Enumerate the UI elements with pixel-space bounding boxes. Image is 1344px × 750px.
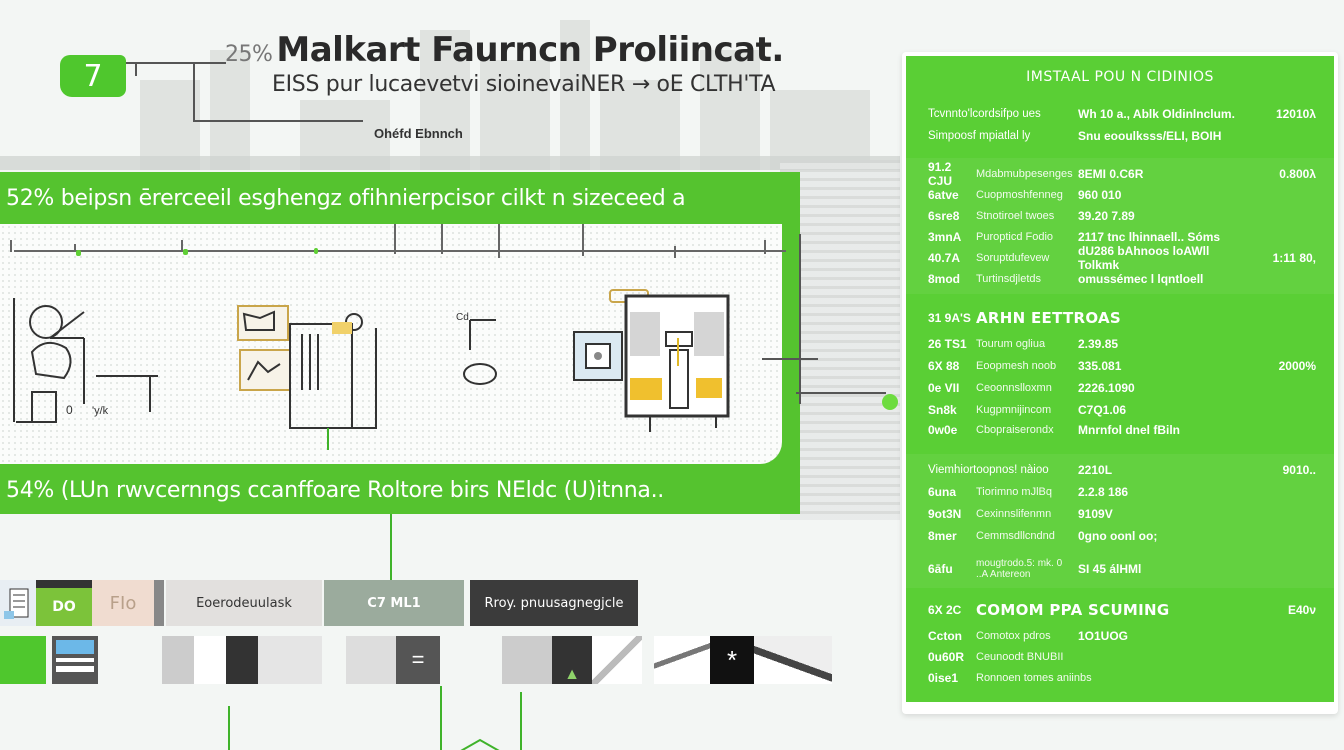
timeline-start <box>10 240 12 252</box>
menu-icon[interactable]: = <box>396 636 440 684</box>
tile-c7-ml1[interactable]: C7 ML1 <box>324 580 464 626</box>
chevron-up-icon[interactable] <box>455 738 505 750</box>
connector-line <box>135 62 137 76</box>
asterisk-icon[interactable]: * <box>710 636 754 684</box>
timeline-marker[interactable] <box>76 250 81 256</box>
connector-line <box>193 120 363 122</box>
connection-node[interactable] <box>882 394 898 410</box>
image-thumb[interactable] <box>346 636 396 684</box>
timeline-tick <box>674 246 676 258</box>
cable-sketch-icon: Cd <box>456 312 497 385</box>
tile-rroy[interactable]: Rroy. pnuusagnegjcle <box>470 580 638 626</box>
timeline-axis <box>14 250 786 252</box>
caption: Ohéfd Ebnnch <box>374 126 463 141</box>
city-background <box>0 0 900 170</box>
timeline-tick <box>441 224 443 254</box>
image-thumb[interactable] <box>754 636 832 684</box>
timeline <box>8 224 786 260</box>
diagram-frame <box>0 224 800 468</box>
svg-text:'y/k: 'y/k <box>92 405 109 417</box>
panel-title: IMSTAAL POU N CIDINIOS <box>1026 69 1214 85</box>
timeline-tick <box>582 224 584 256</box>
reactor-module-icon <box>573 289 730 432</box>
connector-line <box>228 706 230 750</box>
image-thumb[interactable] <box>502 636 552 684</box>
tile-fio[interactable]: FIo <box>92 580 154 626</box>
timeline-marker[interactable] <box>314 248 318 254</box>
person-desk-sketch-icon: 0 'y/k <box>13 298 158 423</box>
connector-line <box>762 358 818 360</box>
workstation-sketch-icon <box>237 305 377 450</box>
document-icon[interactable] <box>52 636 98 684</box>
connector-line <box>796 392 886 394</box>
divider <box>154 580 164 626</box>
tile-do[interactable]: DO <box>36 580 92 626</box>
svg-text:Cd: Cd <box>456 312 469 323</box>
timeline-marker[interactable] <box>183 249 188 255</box>
connector-line <box>440 686 442 750</box>
step-badge: 7 <box>60 55 126 97</box>
banner-bottom: 54% (LUn rwvcernngs ccanffoare Roltore b… <box>0 466 800 514</box>
image-thumb[interactable] <box>592 636 642 684</box>
timeline-tick <box>74 244 76 252</box>
page-title: 25%Malkart Faurncn Proliincat. <box>225 30 784 70</box>
connector-line <box>193 62 195 122</box>
green-block-icon[interactable] <box>0 636 46 684</box>
connector-line <box>126 62 226 64</box>
connector-line <box>799 234 801 404</box>
timeline-tick <box>394 224 396 254</box>
connector-line <box>390 514 392 584</box>
image-thumb[interactable] <box>654 636 710 684</box>
triangle-alert-icon[interactable]: ▲ <box>552 636 592 684</box>
document-stack-icon[interactable] <box>0 580 36 626</box>
timeline-end <box>764 240 766 254</box>
timeline-tick <box>498 224 500 258</box>
svg-text:0: 0 <box>66 403 73 417</box>
info-panel-body: IMSTAAL POU N CIDINIOS Tcvnnto'lcordsifp… <box>906 56 1334 702</box>
page-subtitle: EISS pur lucaevetvi sioinevaiNER → oE CL… <box>272 72 776 97</box>
timeline-tick <box>181 240 183 252</box>
connector-line <box>520 692 522 750</box>
banner-top: 52% beipsn ērerceeil esghengz ofihnierpc… <box>0 172 800 224</box>
tile-eoerodeuulask[interactable]: Eoerodeuulask <box>166 580 322 626</box>
info-panel: IMSTAAL POU N CIDINIOS Tcvnnto'lcordsifp… <box>902 52 1338 714</box>
circuit-board-icon[interactable] <box>162 636 322 684</box>
